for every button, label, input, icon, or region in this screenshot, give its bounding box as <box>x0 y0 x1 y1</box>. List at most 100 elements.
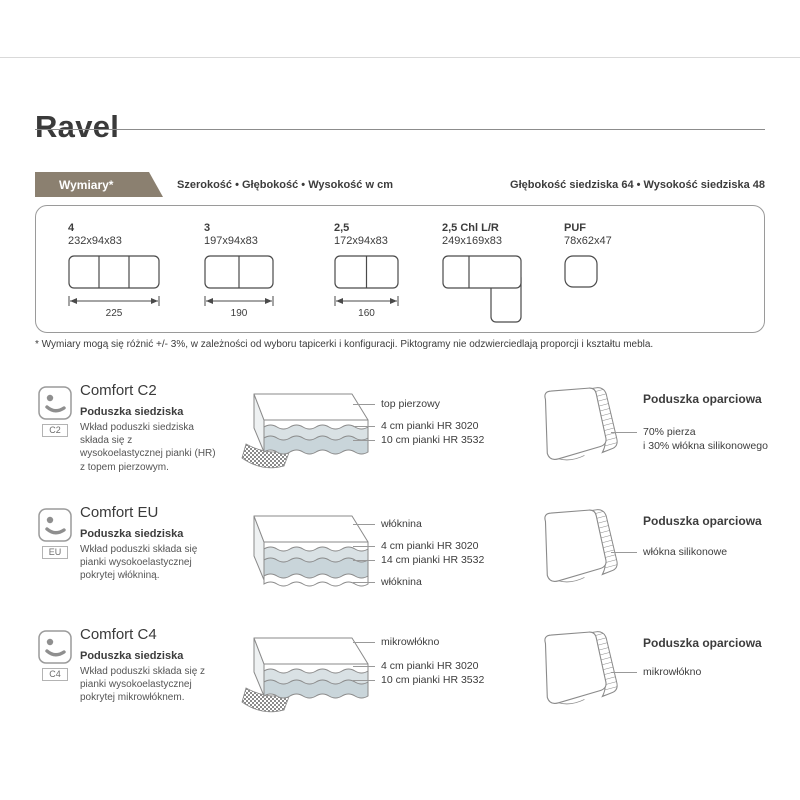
sofa-3-pictogram <box>204 255 274 289</box>
seat-layer-label: top pierzowy <box>353 398 440 410</box>
seat-layer-label: 4 cm pianki HR 3020 <box>353 540 478 552</box>
page-top-rule <box>0 57 800 58</box>
comfort-text-block: Comfort C4 Poduszka siedziska Wkład podu… <box>80 626 216 705</box>
comfort-badge: EU <box>42 546 68 559</box>
seat-layer-label: 10 cm pianki HR 3532 <box>353 674 484 686</box>
seat-cushion-heading: Poduszka siedziska <box>80 650 184 662</box>
seat-layer-label-text: 4 cm pianki HR 3020 <box>381 540 479 552</box>
seat-cushion-icon <box>38 508 72 542</box>
seat-layer-label-text: 10 cm pianki HR 3532 <box>381 674 485 686</box>
seat-layer-label: mikrowłókno <box>353 636 439 648</box>
seat-layer-label-text: top pierzowy <box>381 398 440 410</box>
seat-cushion-description: Wkład poduszki składa się z pianki wysok… <box>80 666 206 704</box>
title-divider <box>35 129 765 130</box>
dimensions-header: Wymiary* Szerokość • Głębokość • Wysokoś… <box>35 172 765 197</box>
model-name: PUF <box>564 222 586 234</box>
seat-cushion-diagram <box>220 630 372 725</box>
model-name: 3 <box>204 222 211 234</box>
model-puf: PUF 78x62x47 <box>564 222 612 288</box>
comfort-badge: C2 <box>42 424 68 437</box>
model-size: 172x94x83 <box>334 235 388 247</box>
seat-cushion-icon <box>38 386 72 420</box>
model-2-5: 2,5 172x94x83 160 <box>334 222 399 319</box>
width-arrow <box>204 295 274 307</box>
callout-line <box>353 403 375 405</box>
seat-layer-labels: włóknina 4 cm pianki HR 3020 14 cm piank… <box>353 502 523 620</box>
callout-line <box>353 559 375 561</box>
seat-cushion-diagram <box>220 386 372 481</box>
model-name: 2,5 Chl L/R <box>442 222 499 234</box>
comfort-section-c4: C4 Comfort C4 Poduszka siedziska Wkład p… <box>35 624 765 742</box>
seat-width-value: 225 <box>105 308 123 319</box>
callout-line <box>353 439 375 441</box>
comfort-text-block: Comfort C2 Poduszka siedziska Wkład podu… <box>80 382 216 474</box>
back-cushion-diagram <box>517 506 629 599</box>
width-arrow <box>68 295 160 307</box>
width-arrow <box>334 295 399 307</box>
seat-layer-label: 4 cm pianki HR 3020 <box>353 420 478 432</box>
seat-layer-label-text: mikrowłókno <box>381 636 440 648</box>
back-cushion-heading: Poduszka oparciowa <box>643 636 762 650</box>
corner-sofa-pictogram <box>442 255 522 323</box>
back-cushion-text: Poduszka oparciowa mikrowłókno <box>611 624 768 742</box>
comfort-badge: C4 <box>42 668 68 681</box>
seat-layer-label-text: 10 cm pianki HR 3532 <box>381 434 485 446</box>
seat-layer-labels: mikrowłókno 4 cm pianki HR 3020 10 cm pi… <box>353 624 523 742</box>
callout-line <box>353 581 375 583</box>
callout-line <box>611 431 637 433</box>
back-cushion-label: 70% pierza <box>611 426 696 438</box>
comfort-title: Comfort EU <box>80 504 159 521</box>
seat-layer-label: włóknina <box>353 518 422 530</box>
seat-layer-label: 4 cm pianki HR 3020 <box>353 660 478 672</box>
callout-line <box>353 523 375 525</box>
callout-line <box>611 671 637 673</box>
comfort-c2-icon: C2 <box>38 386 72 437</box>
callout-line <box>353 665 375 667</box>
seat-dimensions-legend: Głębokość siedziska 64 • Wysokość siedzi… <box>510 178 765 191</box>
callout-line <box>611 551 637 553</box>
back-cushion-label-text: 70% pierza <box>643 426 696 438</box>
back-cushion-label-text: mikrowłókno <box>643 666 702 678</box>
pictogram-box: 4 232x94x83 225 3 197x94x83 <box>35 205 765 333</box>
dimension-arrow-icon <box>68 296 160 306</box>
model-3: 3 197x94x83 190 <box>204 222 274 319</box>
model-size: 78x62x47 <box>564 235 612 247</box>
comfort-text-block: Comfort EU Poduszka siedziska Wkład podu… <box>80 504 216 583</box>
seat-layer-label-text: 14 cm pianki HR 3532 <box>381 554 485 566</box>
model-chaise: 2,5 Chl L/R 249x169x83 <box>442 222 524 325</box>
model-name: 2,5 <box>334 222 350 234</box>
comfort-title: Comfort C4 <box>80 626 157 643</box>
back-cushion-text: Poduszka oparciowa 70% pierza i 30% włók… <box>611 380 768 498</box>
seat-cushion-description: Wkład poduszki siedziska składa się z wy… <box>80 422 216 473</box>
comfort-section-eu: EU Comfort EU Poduszka siedziska Wkład p… <box>35 502 765 620</box>
seat-layer-label-text: 4 cm pianki HR 3020 <box>381 660 479 672</box>
back-cushion-heading: Poduszka oparciowa <box>643 392 762 406</box>
back-cushion-label-text: włókna silikonowe <box>643 546 728 558</box>
callout-line <box>353 679 375 681</box>
dimensions-tab: Wymiary* <box>35 172 163 197</box>
seat-cushion-heading: Poduszka siedziska <box>80 406 184 418</box>
comfort-title: Comfort C2 <box>80 382 157 399</box>
seat-layer-label: 14 cm pianki HR 3532 <box>353 554 484 566</box>
seat-layer-label: 10 cm pianki HR 3532 <box>353 434 484 446</box>
model-name: 4 <box>68 222 75 234</box>
model-4: 4 232x94x83 225 <box>68 222 160 319</box>
seat-width-value: 190 <box>230 308 248 319</box>
seat-cushion-description: Wkład poduszki składa się pianki wysokoe… <box>80 544 198 582</box>
comfort-eu-icon: EU <box>38 508 72 559</box>
seat-layer-label: włóknina <box>353 576 422 588</box>
dimension-arrow-icon <box>204 296 274 306</box>
dimensions-footnote: * Wymiary mogą się różnić +/- 3%, w zale… <box>35 339 654 350</box>
callout-line <box>353 545 375 547</box>
back-cushion-text: Poduszka oparciowa włókna silikonowe <box>611 502 768 620</box>
back-cushion-label-line2: i 30% włókna silikonowego <box>643 440 768 452</box>
back-cushion-heading: Poduszka oparciowa <box>643 514 762 528</box>
model-size: 249x169x83 <box>442 235 502 247</box>
page-title: Ravel <box>35 108 120 144</box>
dimension-arrow-icon <box>334 296 399 306</box>
callout-line <box>353 425 375 427</box>
puf-pictogram <box>564 255 598 288</box>
callout-line <box>353 641 375 643</box>
dimensions-legend: Szerokość • Głębokość • Wysokość w cm <box>177 178 393 191</box>
sofa-2-5-pictogram <box>334 255 399 289</box>
